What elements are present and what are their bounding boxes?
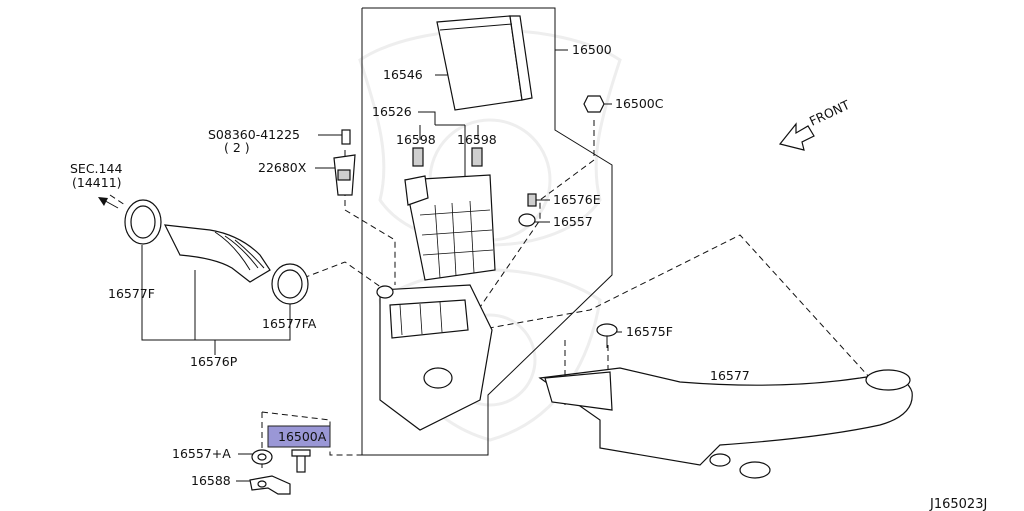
label-16526[interactable]: 16526: [372, 104, 412, 119]
label-sec-144-sub: (14411): [72, 175, 122, 190]
label-16577fa[interactable]: 16577FA: [262, 316, 317, 331]
label-22680x[interactable]: 22680X: [258, 160, 307, 175]
label-16576e[interactable]: 16576E: [553, 192, 601, 207]
label-front: FRONT: [807, 97, 852, 129]
label-16577[interactable]: 16577: [710, 368, 750, 383]
label-16598-b[interactable]: 16598: [457, 132, 497, 147]
label-16500a[interactable]: 16500A: [278, 429, 327, 444]
label-16588[interactable]: 16588: [191, 473, 231, 488]
label-16500[interactable]: 16500: [572, 42, 612, 57]
filter-frame: [404, 174, 496, 281]
sec-ref-arrow: [98, 197, 119, 209]
reference-labels: 16500 16546 16526 16598 16598 16500C S08…: [70, 42, 987, 511]
bracket-hardware: [249, 449, 311, 495]
label-16598-a[interactable]: 16598: [396, 132, 436, 147]
leader-lines: [141, 49, 731, 482]
duct-clip: [596, 323, 618, 348]
label-16546[interactable]: 16546: [383, 67, 423, 82]
inlet-duct: [538, 367, 913, 479]
label-16575f[interactable]: 16575F: [626, 324, 673, 339]
filter-clips: [412, 147, 483, 167]
small-hardware: [518, 95, 605, 227]
label-16577f[interactable]: 16577F: [108, 286, 155, 301]
label-screw-qty: ( 2 ): [224, 140, 250, 155]
part-highlight-box: [267, 425, 331, 448]
assembly-frame: [361, 7, 613, 456]
label-16500c[interactable]: 16500C: [615, 96, 664, 111]
diagram-code: J165023J: [929, 497, 987, 511]
air-cleaner-case: [376, 284, 493, 431]
sensor-and-screw: [333, 129, 356, 196]
front-arrow-icon: [778, 122, 815, 151]
label-16557[interactable]: 16557: [553, 214, 593, 229]
label-sec-144[interactable]: SEC.144: [70, 161, 122, 176]
label-16557a[interactable]: 16557+A: [172, 446, 231, 461]
label-08360-41225[interactable]: S08360-41225: [208, 127, 300, 142]
label-16576p[interactable]: 16576P: [190, 354, 238, 369]
resonator-duct: [124, 199, 309, 305]
air-filter-element: [436, 15, 533, 111]
